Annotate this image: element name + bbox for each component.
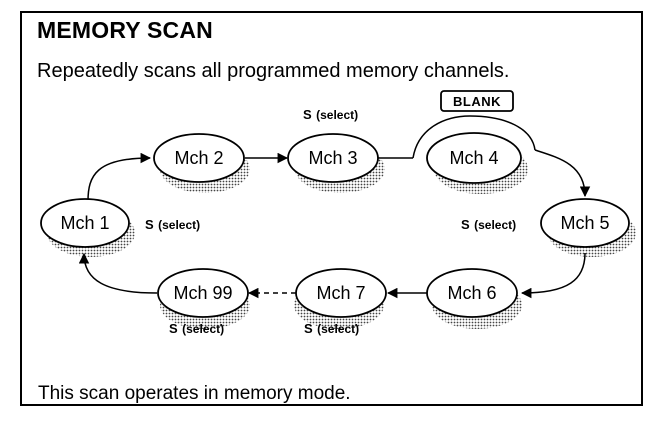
select-annotations: S (select) S (select) S (select) S (sele… [145, 106, 516, 337]
skip-arc-over-mch4 [412, 115, 536, 159]
arrow-mch1-to-mch2 [87, 152, 152, 202]
label-mch1: Mch 1 [60, 213, 109, 233]
node-mch2 [153, 133, 245, 183]
scan-path [78, 115, 591, 299]
node-mch99 [157, 268, 249, 318]
node-mch4 [426, 132, 522, 184]
label-mch7: Mch 7 [316, 283, 365, 303]
node-mch1 [40, 198, 130, 248]
memory-scan-frame [20, 11, 643, 406]
blank-label: BLANK [453, 94, 501, 109]
arrow-to-mch5 [534, 149, 591, 198]
label-mch2: Mch 2 [174, 148, 223, 168]
node-mch6 [426, 268, 518, 318]
channel-nodes: Mch 2 Mch 3 Mch 4 Mch 5 Mch 6 Mch 7 Mch … [40, 132, 630, 318]
subtitle: Repeatedly scans all programmed memory c… [37, 60, 510, 82]
arrow-mch99-to-mch1 [78, 252, 158, 294]
arrow-mch5-to-mch6 [520, 252, 586, 299]
select-label-mch5: S (select) [461, 216, 516, 233]
label-mch4: Mch 4 [449, 148, 498, 168]
footer-note: This scan operates in memory mode. [38, 383, 351, 404]
select-label-mch7: S (select) [304, 320, 359, 337]
node-mch7 [295, 268, 387, 318]
select-label-mch1: S (select) [145, 216, 200, 233]
node-mch3 [287, 133, 379, 183]
select-label-mch3: S (select) [303, 106, 358, 123]
page-title: MEMORY SCAN [37, 17, 213, 43]
label-mch3: Mch 3 [308, 148, 357, 168]
label-mch5: Mch 5 [560, 213, 609, 233]
label-mch99: Mch 99 [173, 283, 232, 303]
label-mch6: Mch 6 [447, 283, 496, 303]
blank-tag: BLANK [440, 90, 514, 112]
node-mch5 [540, 198, 630, 248]
select-label-mch99: S (select) [169, 320, 224, 337]
